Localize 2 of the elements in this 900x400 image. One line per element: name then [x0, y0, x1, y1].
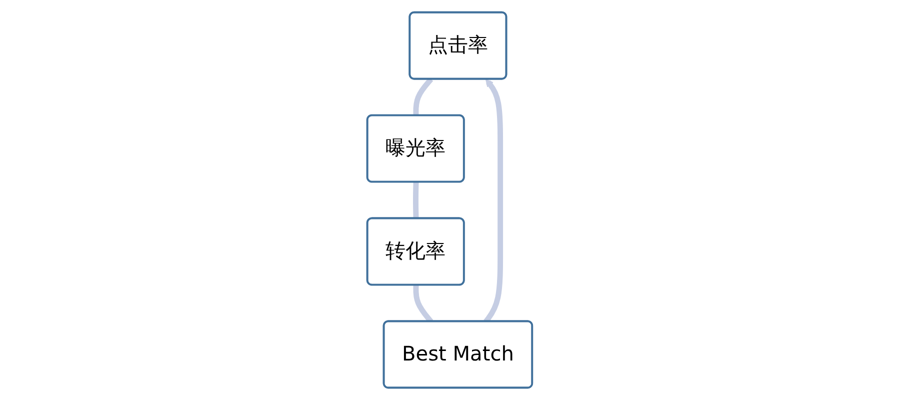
connector — [413, 182, 420, 219]
connector — [413, 77, 434, 116]
